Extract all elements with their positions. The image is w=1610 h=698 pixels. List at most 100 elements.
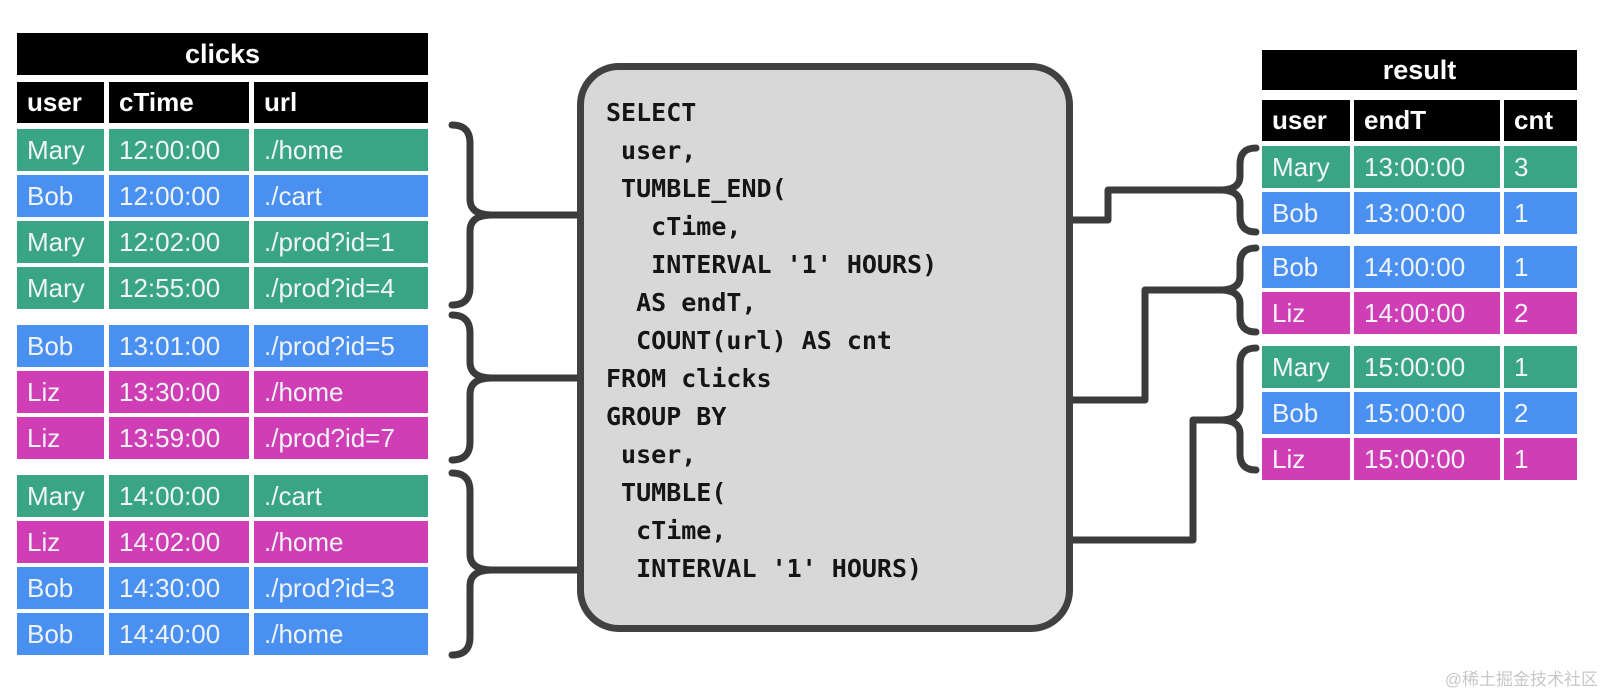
cell-user: Bob [17,325,104,367]
cell-user: Liz [17,371,104,413]
cell-user: Mary [17,267,104,309]
cell-cTime: 12:02:00 [109,221,249,263]
left-brace-window-12 [448,121,496,309]
cell-cnt: 2 [1504,292,1577,334]
cell-url: ./prod?id=3 [254,567,428,609]
result-table-title: result [1262,50,1577,90]
cell-user: Mary [1262,146,1350,188]
connector-right-3 [1062,416,1226,544]
cell-cTime: 14:00:00 [109,475,249,517]
cell-endT: 13:00:00 [1354,146,1500,188]
cell-user: Liz [17,417,104,459]
result-header-user: user [1262,100,1350,141]
cell-cTime: 13:01:00 [109,325,249,367]
cell-user: Bob [17,567,104,609]
watermark: @稀土掘金技术社区 [1444,670,1598,689]
cell-endT: 14:00:00 [1354,246,1500,288]
cell-endT: 13:00:00 [1354,192,1500,234]
cell-user: Liz [1262,292,1350,334]
cell-user: Liz [1262,438,1350,480]
cell-url: ./prod?id=1 [254,221,428,263]
cell-cnt: 2 [1504,392,1577,434]
cell-cTime: 14:02:00 [109,521,249,563]
cell-cnt: 1 [1504,192,1577,234]
clicks-header-row: user cTime url [17,82,428,123]
left-brace-window-14 [448,469,496,659]
clicks-header-ctime: cTime [109,82,249,123]
cell-user: Liz [17,521,104,563]
cell-user: Bob [1262,246,1350,288]
right-brace-result-15 [1216,344,1260,474]
cell-endT: 15:00:00 [1354,392,1500,434]
cell-endT: 14:00:00 [1354,292,1500,334]
result-header-cnt: cnt [1504,100,1577,141]
cell-cTime: 14:40:00 [109,613,249,655]
cell-cnt: 1 [1504,438,1577,480]
cell-url: ./home [254,371,428,413]
cell-user: Bob [17,175,104,217]
right-brace-result-13 [1216,144,1260,236]
cell-endT: 15:00:00 [1354,438,1500,480]
result-header-row: user endT cnt [1262,100,1577,141]
connector-right-2 [1062,286,1226,404]
right-brace-result-14 [1216,244,1260,336]
cell-user: Mary [1262,346,1350,388]
connector-right-1 [1062,186,1226,224]
cell-user: Bob [1262,192,1350,234]
cell-cTime: 13:59:00 [109,417,249,459]
cell-cnt: 3 [1504,146,1577,188]
cell-user: Mary [17,221,104,263]
sql-code-text: SELECT user, TUMBLE_END( cTime, INTERVAL… [606,98,938,583]
cell-url: ./home [254,613,428,655]
cell-cTime: 14:30:00 [109,567,249,609]
cell-cnt: 1 [1504,246,1577,288]
clicks-header-user: user [17,82,104,123]
cell-user: Mary [17,475,104,517]
clicks-header-url: url [254,82,428,123]
cell-url: ./prod?id=7 [254,417,428,459]
cell-user: Mary [17,129,104,171]
cell-url: ./prod?id=4 [254,267,428,309]
cell-cTime: 12:00:00 [109,129,249,171]
cell-endT: 15:00:00 [1354,346,1500,388]
cell-cTime: 12:55:00 [109,267,249,309]
cell-cTime: 13:30:00 [109,371,249,413]
cell-url: ./prod?id=5 [254,325,428,367]
cell-user: Bob [17,613,104,655]
left-brace-window-13 [448,311,496,464]
cell-cnt: 1 [1504,346,1577,388]
cell-url: ./cart [254,475,428,517]
cell-url: ./home [254,129,428,171]
cell-url: ./home [254,521,428,563]
result-header-endt: endT [1354,100,1500,141]
sql-code-block: SELECT user, TUMBLE_END( cTime, INTERVAL… [577,63,1073,632]
cell-user: Bob [1262,392,1350,434]
